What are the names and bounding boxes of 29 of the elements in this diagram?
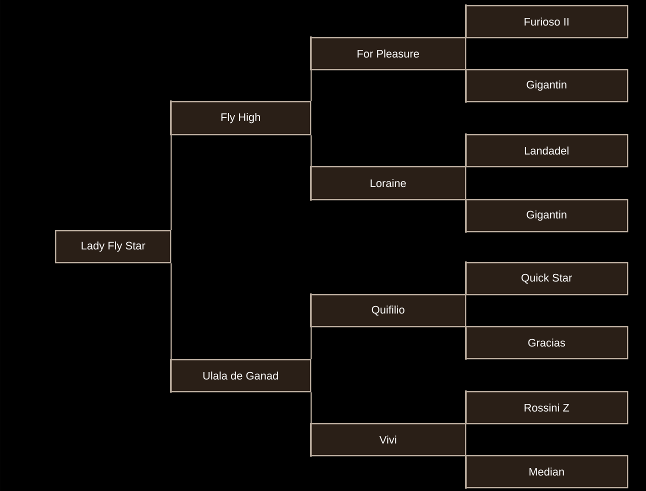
connector-line	[464, 456, 467, 489]
connector-line	[310, 293, 312, 359]
name-box: Gracias	[465, 326, 628, 360]
name-box: Quifilio	[310, 294, 466, 328]
name-box: Gigantin	[465, 199, 628, 232]
name-box: Furioso II	[465, 5, 628, 38]
name-box: Vivi	[310, 423, 466, 456]
connector-line	[464, 261, 467, 294]
connector-line	[310, 36, 312, 101]
connector-line	[170, 263, 172, 393]
name-box: Median	[465, 454, 628, 488]
name-box: Gigantin	[465, 69, 628, 102]
connector-line	[310, 135, 312, 201]
name-box: Rossini Z	[465, 391, 628, 424]
name-box: Lady Fly Star	[55, 230, 172, 264]
name-box: For Pleasure	[310, 37, 466, 70]
connector-line	[464, 133, 467, 166]
name-box: Fly High	[170, 101, 312, 136]
connector-line	[170, 100, 172, 230]
connector-line	[464, 327, 467, 360]
name-box: Ulala de Ganad	[170, 359, 312, 392]
connector-line	[464, 200, 467, 233]
name-box: Loraine	[310, 166, 466, 200]
connector-line	[464, 70, 467, 103]
connector-line	[310, 392, 312, 457]
name-box: Landadel	[465, 134, 628, 168]
connector-line	[464, 390, 467, 423]
name-box: Quick Star	[465, 262, 628, 296]
connector-line	[464, 4, 467, 37]
